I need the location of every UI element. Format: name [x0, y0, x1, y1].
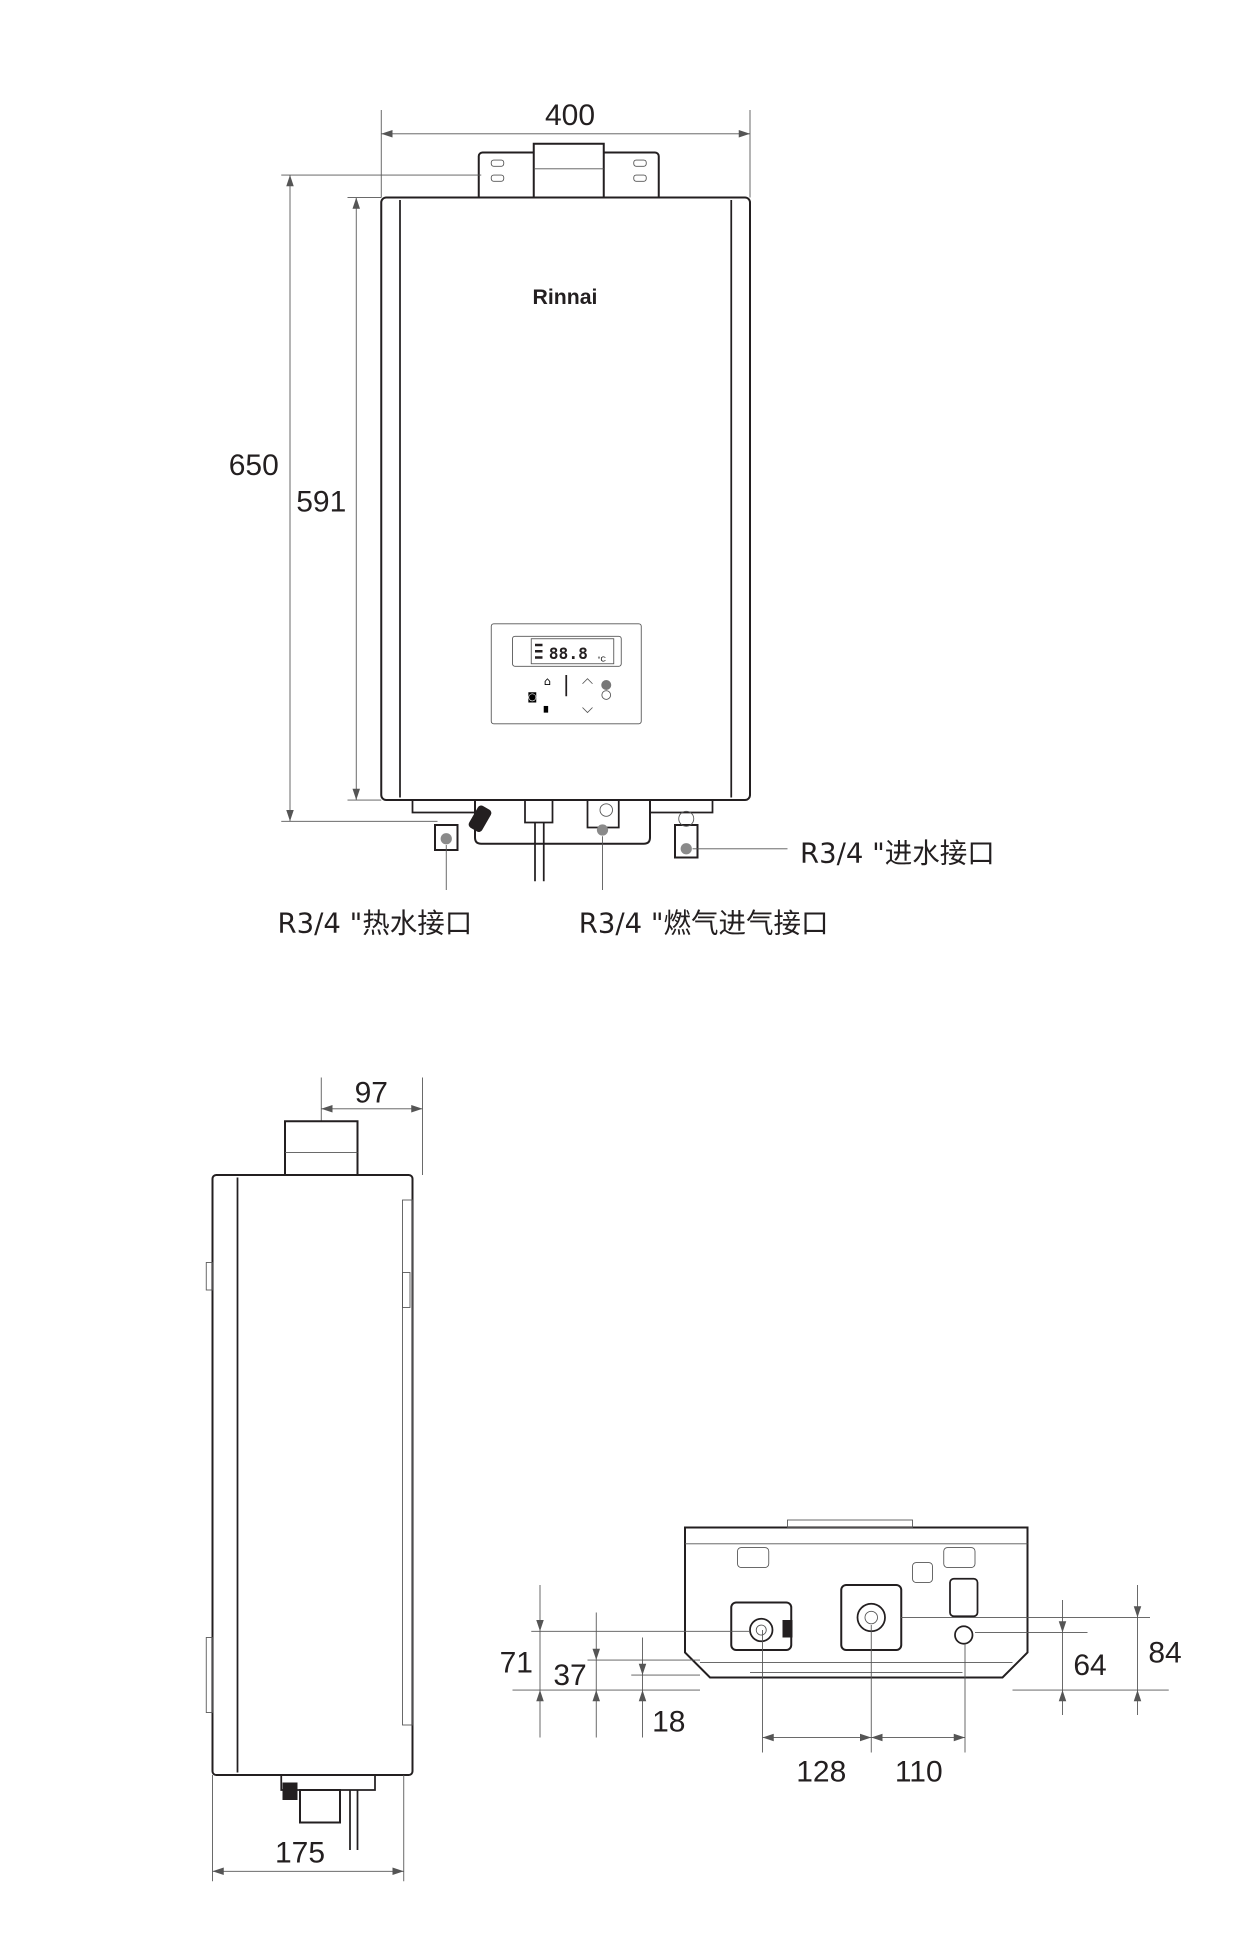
water-inlet-label: R3/4 "进水接口: [800, 838, 995, 870]
front-view: 400 Rinnai 88.8 °C ◙ ⌂ ▘: [225, 99, 995, 939]
dim-71: 71: [500, 1647, 533, 1680]
water-inlet-connector: [673, 823, 699, 859]
flue-depth-dimension: 97: [355, 1077, 388, 1110]
unit-label: °C: [598, 654, 607, 663]
body-height-dimension: 591: [296, 485, 346, 518]
dim-128: 128: [796, 1755, 846, 1788]
eco-icon[interactable]: ◙: [528, 692, 538, 703]
side-flue-pipe: [284, 1120, 359, 1176]
dim-84: 84: [1148, 1637, 1181, 1670]
hot-water-outlet: [730, 1601, 793, 1651]
shower-icon[interactable]: ⌂: [544, 675, 551, 688]
side-view: 97 175: [205, 1077, 423, 1882]
side-body: [211, 1173, 414, 1776]
bottom-fittings: [411, 798, 714, 882]
water-inlet: [954, 1625, 974, 1645]
control-panel: 88.8 °C ◙ ⌂ ▘: [490, 623, 642, 725]
dim-64: 64: [1073, 1649, 1106, 1682]
tap-icon[interactable]: ▘: [543, 705, 553, 719]
total-height-dimension: 650: [229, 449, 279, 482]
flue-pipe: [532, 142, 605, 201]
brand-logo: Rinnai: [533, 285, 598, 309]
chevron-down-icon[interactable]: [582, 707, 593, 714]
temperature-display: 88.8: [549, 644, 588, 663]
width-dimension: 400: [545, 99, 595, 132]
depth-dimension: 175: [275, 1837, 325, 1870]
gas-inlet-label: R3/4 "燃气进气接口: [579, 908, 829, 940]
dim-37: 37: [553, 1659, 586, 1692]
bottom-view: 128 110 71 37 18 64 84: [500, 1519, 1182, 1788]
dim-110: 110: [895, 1755, 943, 1788]
hot-water-label: R3/4 "热水接口: [278, 908, 473, 940]
power-icon[interactable]: [601, 690, 612, 700]
dim-18: 18: [652, 1705, 685, 1738]
chevron-up-icon[interactable]: [582, 678, 593, 685]
indicator-led: [601, 680, 612, 690]
